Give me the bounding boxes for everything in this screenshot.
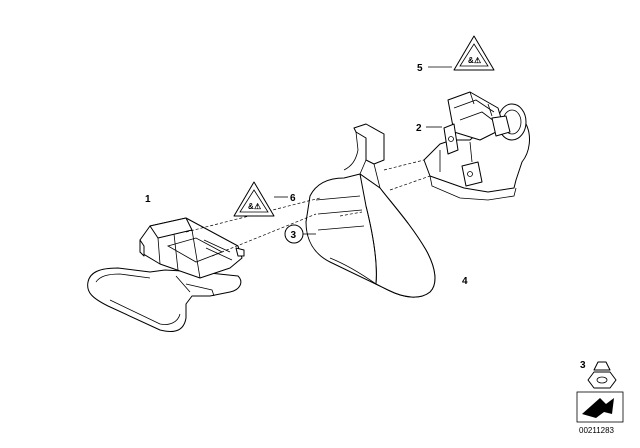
callout-3-circled[interactable]: 3 — [284, 224, 304, 244]
warning-triangle-icon — [453, 35, 495, 71]
warning-label-5-text: & — [468, 56, 474, 65]
callout-5[interactable]: 5 — [417, 63, 423, 74]
nut-icon[interactable] — [587, 361, 617, 389]
warning-label-5[interactable]: & ⚠ — [453, 35, 495, 71]
svg-text:⚠: ⚠ — [474, 56, 481, 65]
callout-2[interactable]: 2 — [416, 123, 422, 134]
callout-1[interactable]: 1 — [145, 194, 151, 205]
callout-6[interactable]: 6 — [290, 193, 296, 204]
svg-text:3: 3 — [291, 230, 297, 241]
part-4-cover[interactable] — [305, 123, 436, 298]
part-1-bracket[interactable] — [87, 217, 245, 332]
callout-3-hardware[interactable]: 3 — [580, 360, 586, 371]
warning-triangle-icon — [233, 181, 275, 217]
arrow-catalog-icon — [576, 391, 624, 423]
document-number: 00211283 — [579, 426, 615, 435]
warning-label-6[interactable]: & ⚠ — [233, 181, 275, 217]
svg-text:⚠: ⚠ — [254, 202, 261, 211]
warning-label-6-text: & — [248, 202, 254, 211]
assembly-lines — [185, 159, 431, 257]
callout-4[interactable]: 4 — [462, 276, 468, 287]
part-2-unit[interactable] — [423, 91, 530, 201]
